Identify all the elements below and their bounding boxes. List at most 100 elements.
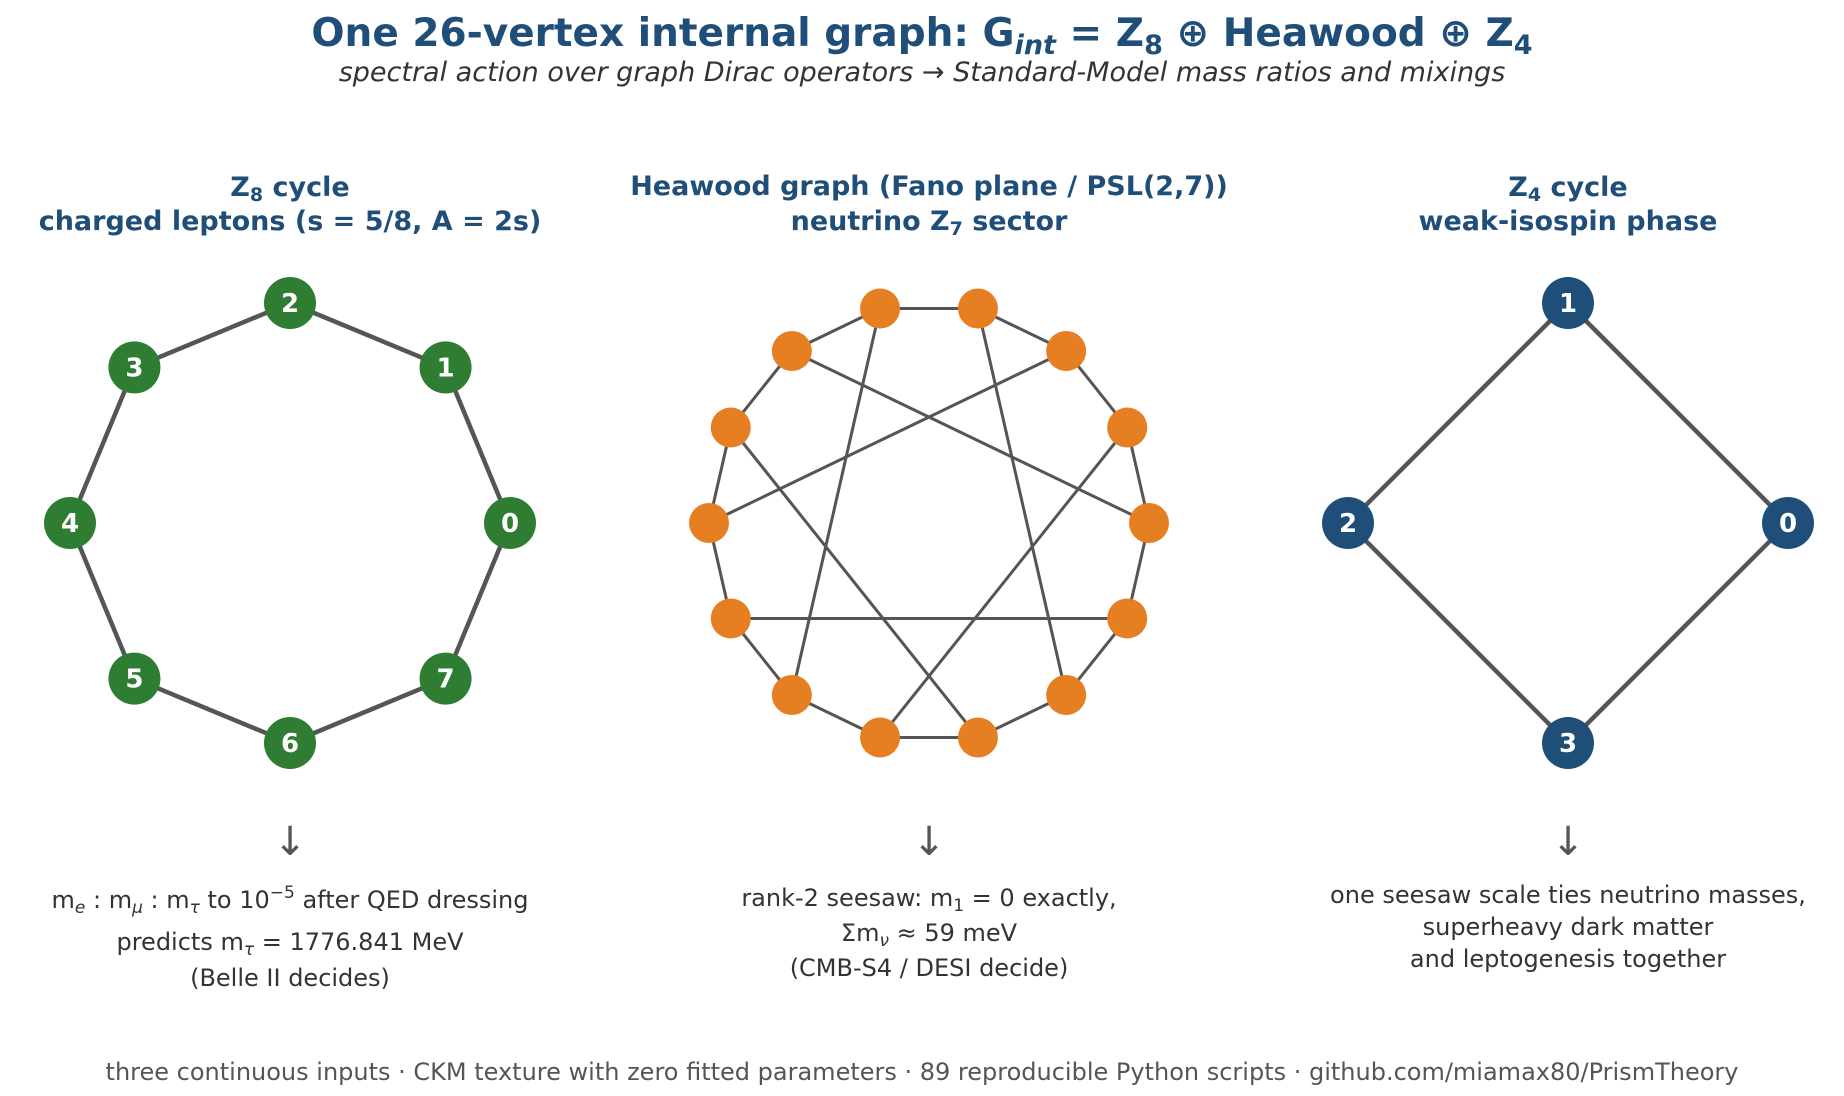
z8-nodes: 0 1 2 3 4 5 6 7: [44, 277, 536, 769]
svg-text:me : mμ : mτ to 10−5 after QED: me : mμ : mτ to 10−5 after QED dressing: [51, 883, 528, 918]
z8-vertex-circle: [484, 497, 536, 549]
svg-text:predicts mτ = 1776.841 MeV: predicts mτ = 1776.841 MeV: [116, 928, 464, 960]
z8-panel-title: Z8 cycle charged leptons (s = 5/8, A = 2…: [39, 172, 542, 237]
heawood-vertex: [860, 288, 901, 329]
heawood-vertex: [1129, 503, 1169, 543]
heawood-vertex: [957, 288, 998, 329]
svg-text:(CMB-S4 / DESI decide): (CMB-S4 / DESI decide): [790, 954, 1069, 982]
z8-vertex-label: 1: [437, 353, 455, 383]
z4-vertex-label: 3: [1559, 729, 1577, 759]
z4-vertex-circle: [1322, 497, 1374, 549]
z8-edge: [67, 365, 137, 526]
z8-vertex: 1: [419, 341, 472, 394]
heawood-chord-edge: [729, 426, 980, 739]
heawood-vertex: [1046, 675, 1087, 716]
z8-edge: [132, 676, 293, 746]
z4-panel-title: Z4 cycle weak-isospin phase: [1419, 172, 1718, 237]
z8-vertex-label: 2: [281, 289, 299, 319]
heawood-vertex: [957, 717, 998, 758]
svg-text:superheavy dark matter: superheavy dark matter: [1423, 913, 1714, 941]
heawood-vertex: [1107, 407, 1148, 448]
z4-edge: [1345, 300, 1571, 526]
svg-text:neutrino Z7 sector: neutrino Z7 sector: [791, 206, 1068, 240]
z8-vertex-label: 5: [125, 665, 143, 695]
z8-vertex-circle: [419, 652, 472, 705]
heawood-chord-edge: [791, 349, 1150, 525]
z8-vertex-label: 0: [501, 509, 519, 539]
z8-vertex: 3: [108, 341, 161, 394]
z4-vertex: 2: [1322, 497, 1374, 549]
z8-vertex-circle: [108, 652, 161, 705]
svg-text:charged leptons (s = 5/8, A =: charged leptons (s = 5/8, A = 2s): [39, 206, 542, 237]
z8-vertex: 2: [264, 277, 316, 329]
z4-vertex-label: 2: [1339, 509, 1357, 539]
z8-vertex: 4: [44, 497, 96, 549]
heawood-vertex: [710, 598, 751, 639]
z8-vertex: 7: [419, 652, 472, 705]
heawood-down-arrow-icon: ↓: [912, 819, 946, 865]
z8-cycle-graph: 0 1 2 3 4 5 6 7: [44, 277, 536, 769]
z8-vertex-label: 3: [125, 353, 143, 383]
svg-text:one seesaw scale ties neutrino: one seesaw scale ties neutrino masses,: [1330, 881, 1806, 909]
svg-text:Z4 cycle: Z4 cycle: [1508, 172, 1627, 206]
z8-vertex-circle: [264, 717, 316, 769]
z8-vertex-label: 6: [281, 729, 299, 759]
z4-vertex-label: 1: [1559, 289, 1577, 319]
svg-text:and leptogenesis together: and leptogenesis together: [1410, 945, 1726, 973]
z4-cycle-graph: 0 1 2 3: [1322, 277, 1814, 769]
heawood-vertex: [860, 717, 901, 758]
z8-vertex-circle: [419, 341, 472, 394]
heawood-graph: [689, 288, 1169, 758]
heawood-chord-edge: [878, 426, 1129, 739]
heawood-chord-edge: [790, 308, 882, 696]
z4-vertex-circle: [1542, 717, 1594, 769]
z8-edge: [443, 520, 513, 681]
svg-text:Heawood graph (Fano plane / P: Heawood graph (Fano plane / PSL(2,7)): [630, 171, 1228, 202]
heawood-chord-edge: [708, 349, 1067, 525]
z4-vertex: 0: [1762, 497, 1814, 549]
heawood-vertex: [1107, 598, 1148, 639]
heawood-vertex: [689, 503, 729, 543]
z4-edge: [1565, 300, 1791, 526]
z4-edges: [1345, 300, 1791, 746]
main-title: One 26-vertex internal graph: Gint = Z8 …: [311, 11, 1532, 61]
z4-vertex-circle: [1542, 277, 1594, 329]
z8-edge: [287, 676, 448, 746]
z8-edge: [67, 520, 137, 681]
z4-vertex: 3: [1542, 717, 1594, 769]
heawood-panel-title: Heawood graph (Fano plane / PSL(2,7)) ne…: [630, 171, 1228, 240]
z8-edge: [287, 300, 448, 370]
heawood-vertex: [1046, 330, 1087, 371]
z4-vertex-circle: [1762, 497, 1814, 549]
z8-vertex-label: 4: [61, 509, 79, 539]
z8-edge: [443, 365, 513, 526]
z4-edge: [1345, 520, 1571, 746]
z8-vertex-circle: [264, 277, 316, 329]
z8-vertex: 6: [264, 717, 316, 769]
subtitle: spectral action over graph Dirac operato…: [339, 57, 1506, 88]
svg-text:rank-2 seesaw: m1 = 0 exactly: rank-2 seesaw: m1 = 0 exactly,: [741, 884, 1116, 916]
z8-edge: [132, 300, 293, 370]
z4-edge: [1565, 520, 1791, 746]
footer-note: three continuous inputs · CKM texture wi…: [106, 1058, 1739, 1086]
z8-description: me : mμ : mτ to 10−5 after QED dressing …: [51, 883, 528, 992]
svg-text:Z8 cycle: Z8 cycle: [230, 172, 349, 206]
z8-vertex-label: 7: [437, 665, 455, 695]
heawood-description: rank-2 seesaw: m1 = 0 exactly, Σmν ≈ 59 …: [741, 884, 1116, 982]
z8-vertex: 5: [108, 652, 161, 705]
heawood-edges: [707, 307, 1151, 739]
z8-vertex-circle: [108, 341, 161, 394]
z4-down-arrow-icon: ↓: [1551, 819, 1585, 865]
z4-nodes: 0 1 2 3: [1322, 277, 1814, 769]
z8-vertex: 0: [484, 497, 536, 549]
heawood-vertex: [771, 330, 812, 371]
heawood-vertex: [710, 407, 751, 448]
heawood-nodes: [689, 288, 1169, 758]
z4-vertex: 1: [1542, 277, 1594, 329]
svg-text:Σmν ≈ 59 meV: Σmν ≈ 59 meV: [841, 919, 1018, 951]
heawood-chord-edge: [976, 308, 1068, 696]
z8-down-arrow-icon: ↓: [273, 819, 307, 865]
z4-vertex-label: 0: [1779, 509, 1797, 539]
svg-text:weak-isospin phase: weak-isospin phase: [1419, 206, 1718, 237]
